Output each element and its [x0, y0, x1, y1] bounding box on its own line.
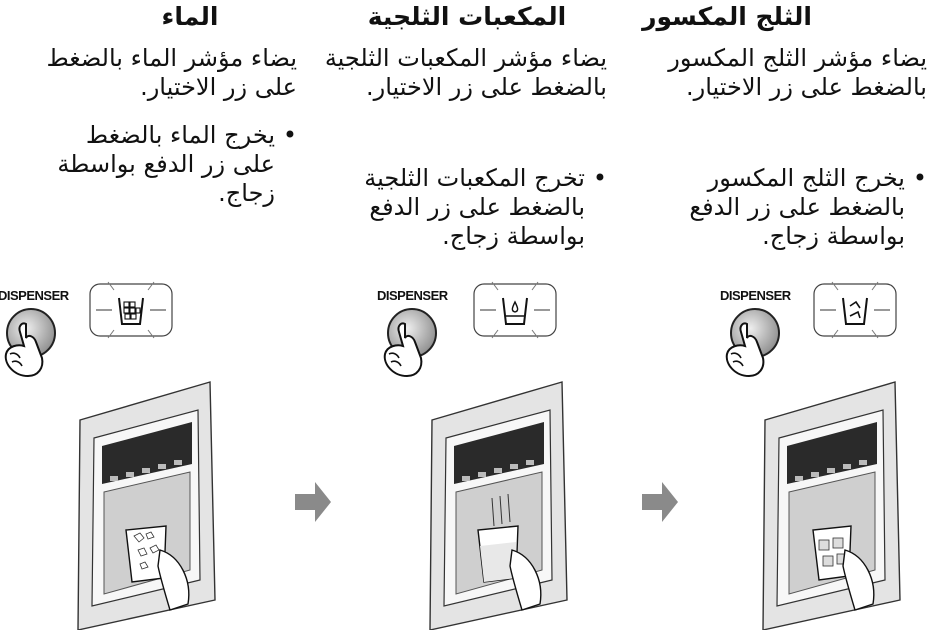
- indicator-panel: [813, 281, 897, 339]
- column-title: الماء: [161, 2, 219, 31]
- dispenser-illustration: [762, 381, 901, 630]
- indicator-panel: [89, 281, 173, 339]
- bullet-dot: •: [912, 164, 927, 192]
- dispenser-illustration: [429, 381, 568, 630]
- column-bullet: • تخرج المكعبات الثلجية بالضغط على زر ال…: [337, 164, 607, 251]
- bullet-text: تخرج المكعبات الثلجية بالضغط على زر الدف…: [364, 164, 585, 250]
- column-water: الماء يضاء مؤشر الماء بالضغط على زر الاخ…: [0, 0, 300, 635]
- pointing-hand-icon: [4, 322, 44, 378]
- water-drop-icon: [502, 297, 528, 325]
- ice-cubes-icon: [118, 297, 144, 325]
- column-description: يضاء مؤشر الماء بالضغط على زر الاختيار.: [46, 44, 297, 101]
- bullet-dot: •: [592, 164, 607, 192]
- column-bullet: • يخرج الثلج المكسور بالضغط على زر الدفع…: [632, 164, 927, 251]
- pointing-hand-icon: [725, 322, 765, 378]
- arrow-right-icon: [642, 482, 678, 522]
- dispenser-label: DISPENSER: [377, 288, 448, 303]
- indicator-panel: [473, 281, 557, 339]
- arrow-right-icon: [295, 482, 331, 522]
- dispenser-illustration: [77, 381, 216, 630]
- column-description: يضاء مؤشر الثلج المكسور بالضغط على زر ال…: [668, 44, 927, 101]
- bullet-text: يخرج الماء بالضغط على زر الدفع بواسطة زج…: [57, 121, 275, 207]
- column-crushed-ice: الثلج المكسور يضاء مؤشر الثلج المكسور با…: [627, 0, 927, 635]
- bullet-dot: •: [282, 121, 297, 149]
- column-title: المكعبات الثلجية: [367, 2, 567, 31]
- dispenser-label: DISPENSER: [720, 288, 791, 303]
- crushed-ice-icon: [842, 297, 868, 325]
- column-ice-cubes: المكعبات الثلجية يضاء مؤشر المكعبات الثل…: [325, 0, 627, 635]
- column-title: الثلج المكسور: [642, 2, 812, 31]
- column-description: يضاء مؤشر المكعبات الثلجية بالضغط على زر…: [324, 44, 607, 101]
- dispenser-label: DISPENSER: [0, 288, 69, 303]
- column-bullet: • يخرج الماء بالضغط على زر الدفع بواسطة …: [37, 121, 297, 208]
- bullet-text: يخرج الثلج المكسور بالضغط على زر الدفع ب…: [689, 164, 905, 250]
- pointing-hand-icon: [383, 322, 423, 378]
